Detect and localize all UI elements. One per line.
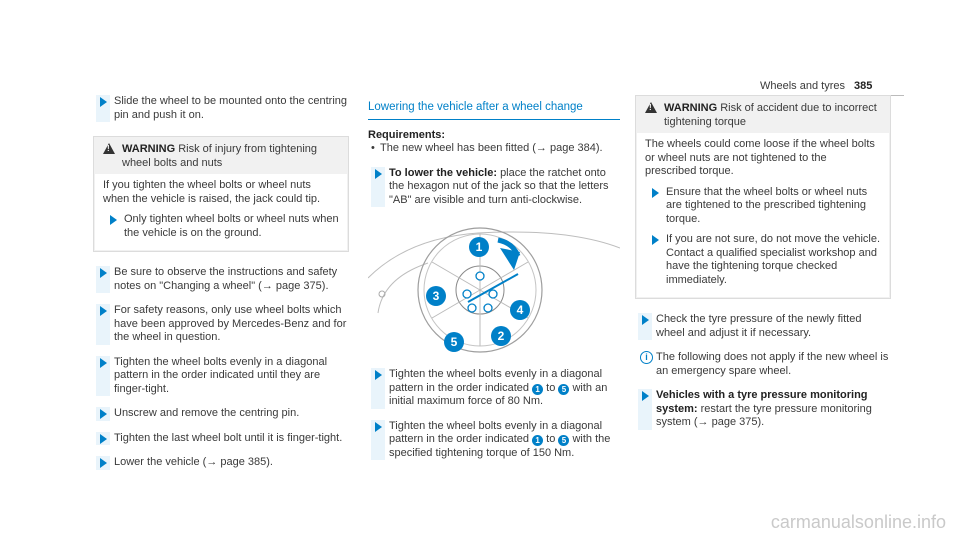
step-text: If you are not sure, do not move the veh… (666, 233, 881, 286)
step-final-torque: Tighten the wheel bolts evenly in a diag… (368, 419, 620, 461)
step-text: Check the tyre pressure of the newly fit… (656, 313, 862, 339)
bolt-label-5: 5 (444, 332, 464, 352)
middle-column: Lowering the vehicle after a wheel chang… (367, 101, 621, 471)
bolt-label-1: 1 (469, 237, 489, 257)
step-text-to: to (546, 433, 556, 445)
warning-body: If you tighten the wheel bolts or wheel … (95, 174, 347, 250)
warning-step: Only tighten wheel bolts or wheel nuts w… (103, 213, 339, 240)
step-arrow-icon (652, 187, 659, 198)
step-arrow-icon (642, 391, 649, 401)
badge-1: 1 (532, 435, 544, 446)
page-header: Wheels and tyres 385 (760, 80, 872, 94)
step-label: To lower the vehicle: (389, 166, 497, 179)
badge-1: 1 (532, 383, 544, 395)
step-lower-vehicle: Lower the vehicle (→ page 385). (93, 456, 349, 470)
svg-text:4: 4 (517, 303, 524, 317)
step-check-pressure: Check the tyre pressure of the newly fit… (635, 313, 891, 340)
step-arrow-icon (110, 215, 117, 225)
step-arrow-icon (100, 409, 107, 419)
step-text: Tighten the wheel bolts evenly in a diag… (114, 355, 328, 395)
step-text: Be sure to observe the instructions and … (114, 266, 338, 292)
bullet-icon: • (371, 142, 375, 154)
step-text: Lower the vehicle (→ page 385). (114, 456, 273, 468)
badge-5: 5 (558, 435, 570, 446)
step-last-bolt: Tighten the last wheel bolt until it is … (93, 431, 349, 446)
step-arrow-icon (100, 268, 107, 278)
warning-triangle-icon (103, 143, 115, 154)
step-text-post: with the specified tightening torque of … (389, 433, 611, 459)
step-arrow-icon (652, 235, 659, 245)
page-header-title: Wheels and tyres (760, 80, 845, 92)
warning-label: WARNING (122, 143, 176, 155)
warning-box-accident: WARNING Risk of accident due to incorrec… (635, 95, 891, 299)
svg-text:5: 5 (451, 335, 458, 349)
step-text: Only tighten wheel bolts or wheel nuts w… (124, 213, 339, 239)
step-arrow-icon (100, 306, 107, 316)
step-initial-torque: Tighten the wheel bolts evenly in a diag… (368, 368, 620, 409)
svg-text:1: 1 (476, 240, 483, 254)
right-column: WARNING Risk of accident due to incorrec… (635, 95, 891, 441)
step-text: Tighten the last wheel bolt until it is … (114, 431, 343, 444)
badge-5: 5 (558, 383, 570, 395)
step-text-pre: Tighten the wheel bolts evenly in a diag… (389, 368, 603, 394)
left-column: Slide the wheel to be mounted onto the c… (93, 95, 349, 481)
step-arrow-icon (375, 421, 382, 432)
wheel-bolt-diagram: 1 2 3 4 5 (367, 218, 621, 355)
svg-text:3: 3 (433, 289, 440, 303)
warning-box-injury: WARNING Risk of injury from tightening w… (93, 136, 349, 252)
bolt-label-2: 2 (491, 326, 511, 346)
step-arrow-icon (100, 97, 107, 107)
info-note: i The following does not apply if the ne… (635, 351, 891, 378)
warning-step: Ensure that the wheel bolts or wheel nut… (645, 186, 881, 227)
warning-header: WARNING Risk of injury from tightening w… (94, 137, 348, 174)
step-arrow-icon (375, 168, 382, 179)
warning-step: If you are not sure, do not move the veh… (645, 233, 881, 287)
warning-text: The wheels could come loose if the wheel… (645, 138, 875, 177)
step-finger-tight: Tighten the wheel bolts evenly in a diag… (93, 355, 349, 397)
step-text: Ensure that the wheel bolts or wheel nut… (666, 185, 868, 225)
step-slide-wheel: Slide the wheel to be mounted onto the c… (93, 95, 349, 122)
watermark: carmanualsonline.info (770, 511, 946, 532)
step-text: place the ratchet onto the hexagon nut o… (389, 166, 609, 206)
bolt-label-3: 3 (426, 286, 446, 306)
warning-header: WARNING Risk of accident due to incorrec… (636, 96, 890, 133)
info-icon: i (640, 351, 653, 364)
bolt-label-4: 4 (510, 300, 530, 320)
warning-triangle-icon (645, 102, 657, 113)
step-arrow-icon (100, 433, 107, 444)
warning-title: Risk of accident due to incorrect tighte… (664, 102, 877, 128)
wheel-illustration: 1 2 3 4 5 (367, 227, 621, 353)
svg-text:2: 2 (498, 329, 505, 343)
step-text: For safety reasons, only use wheel bolts… (114, 304, 347, 343)
step-arrow-icon (100, 458, 107, 468)
warning-label: WARNING (664, 102, 718, 114)
note-text: The following does not apply if the new … (656, 351, 889, 377)
step-remove-pin: Unscrew and remove the centring pin. (93, 407, 349, 421)
page-number: 385 (854, 80, 873, 92)
step-arrow-icon (100, 357, 107, 368)
step-text-post: with an initial maximum force of 80 Nm. (389, 381, 608, 408)
requirement-item: • The new wheel has been fitted (→ page … (368, 142, 620, 156)
step-observe: Be sure to observe the instructions and … (93, 266, 349, 293)
step-text: restart the tyre pressure monitoring sys… (656, 402, 872, 429)
step-text-pre: Tighten the wheel bolts evenly in a diag… (389, 419, 603, 446)
warning-title: Risk of injury from tightening wheel bol… (122, 143, 318, 169)
requirements-label: Requirements: (368, 128, 446, 141)
step-label: Vehicles with a tyre pressure monitoring… (656, 389, 868, 415)
requirement-text: The new wheel has been fitted (→ page 38… (380, 142, 603, 154)
warning-body: The wheels could come loose if the wheel… (637, 133, 889, 297)
step-arrow-icon (375, 370, 382, 380)
warning-text: If you tighten the wheel bolts or wheel … (103, 179, 321, 205)
step-arrow-icon (642, 315, 649, 325)
step-approved-bolts: For safety reasons, only use wheel bolts… (93, 304, 349, 345)
step-lower: To lower the vehicle: place the ratchet … (368, 166, 620, 208)
step-restart-tpms: Vehicles with a tyre pressure monitoring… (635, 389, 891, 430)
step-text: Unscrew and remove the centring pin. (114, 407, 300, 419)
step-text-to: to (546, 381, 556, 394)
section-title: Lowering the vehicle after a wheel chang… (368, 101, 620, 120)
step-text: Slide the wheel to be mounted onto the c… (114, 95, 347, 121)
